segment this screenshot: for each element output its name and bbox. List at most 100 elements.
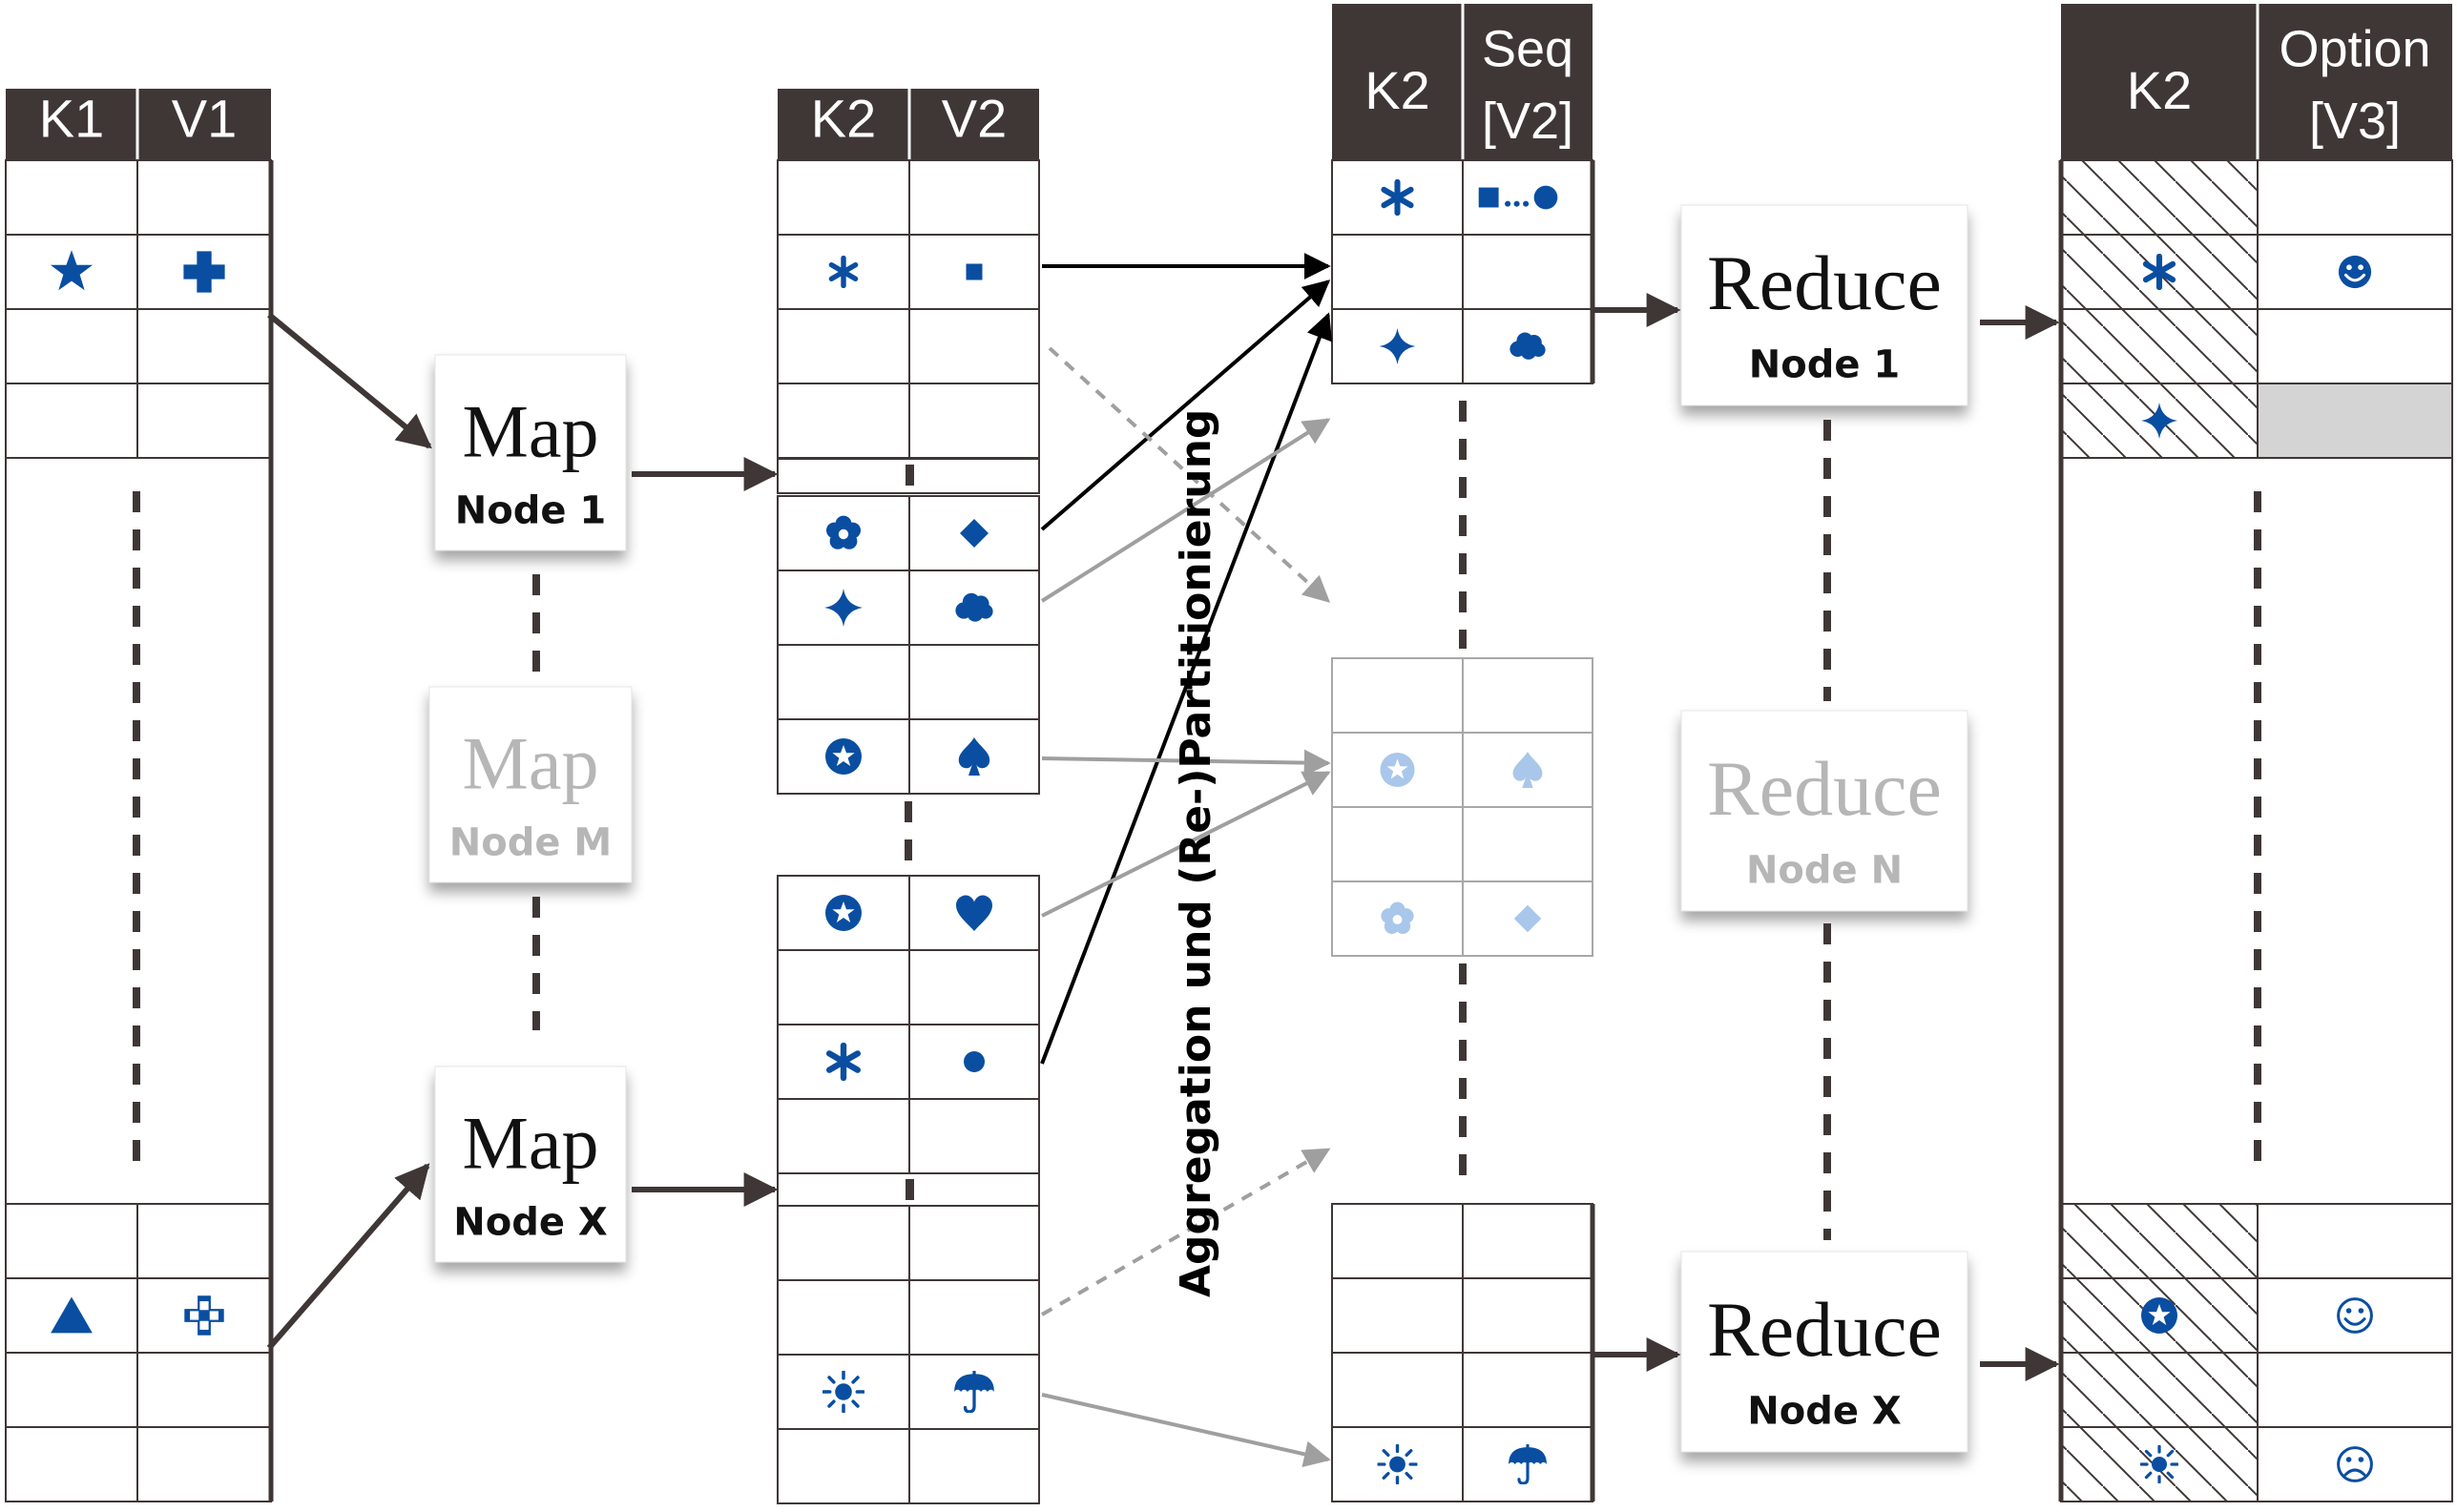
node-card — [1680, 204, 1968, 406]
asterisk-icon — [1384, 182, 1410, 213]
table-cell — [5, 159, 138, 236]
node-title: Reduce — [1707, 1286, 1942, 1373]
table-cell — [5, 1352, 138, 1428]
table-row — [1331, 806, 1593, 882]
plus-icon — [183, 251, 225, 293]
circled-star-icon — [2141, 1297, 2177, 1334]
table-row — [777, 383, 1040, 459]
partition-label: Aggregation und (Re-)Partitionierung — [1172, 409, 1220, 1297]
star-icon — [50, 250, 94, 291]
sun-icon — [822, 1371, 864, 1413]
table-cell — [777, 1098, 910, 1174]
table-row — [777, 1024, 1040, 1100]
umbrella-icon — [1508, 1444, 1548, 1484]
asterisk-icon — [829, 1046, 858, 1078]
cloud-icon — [1510, 332, 1546, 360]
table-row — [2060, 1203, 2453, 1279]
node-card — [434, 354, 627, 551]
table-row — [777, 1098, 1040, 1174]
table-row — [1331, 732, 1593, 808]
sparkle-icon — [824, 589, 863, 627]
table-cell — [908, 383, 1040, 459]
flow-arrow — [1040, 418, 1331, 603]
table-cell — [777, 1279, 910, 1356]
grouped-bottom-rows — [1331, 1203, 1593, 1502]
header-label: Option — [2279, 21, 2430, 78]
intermediate-block-2 — [777, 495, 1040, 795]
table-cell — [908, 949, 1040, 1025]
table-row — [5, 1352, 272, 1428]
table-cell — [908, 644, 1040, 720]
table-row — [5, 383, 272, 459]
header-label: K2 — [1364, 60, 1430, 120]
node-card — [1680, 1251, 1968, 1453]
node-card — [434, 1066, 627, 1263]
circled-star-icon — [825, 895, 862, 931]
node-title: Reduce — [1707, 745, 1942, 832]
table-cell — [777, 949, 910, 1025]
table-cell — [136, 1352, 272, 1428]
flow-arrow — [1041, 771, 1331, 918]
header-label: V1 — [172, 88, 238, 148]
table-cell — [777, 644, 910, 720]
circled-star-icon — [825, 738, 862, 775]
table-row — [2060, 159, 2453, 236]
table-row — [1331, 657, 1593, 734]
flow-arrow — [1041, 1148, 1331, 1316]
table-row — [1331, 1203, 1593, 1279]
table-cell — [136, 159, 272, 236]
table-cell — [1462, 880, 1593, 957]
input-table-frame — [5, 160, 274, 1502]
table-cell — [1331, 1203, 1464, 1279]
table-cell — [908, 159, 1040, 236]
block-separator — [777, 458, 1040, 494]
table-row — [777, 159, 1040, 236]
table-cell — [908, 1428, 1040, 1504]
node-title: Map — [463, 722, 599, 805]
header-label: K2 — [811, 88, 877, 148]
table-row — [777, 1428, 1040, 1504]
smile-icon — [2337, 254, 2373, 290]
sparkle-icon — [1379, 328, 1416, 364]
table-row — [777, 1205, 1040, 1281]
table-row — [777, 570, 1040, 646]
table-row — [1331, 1277, 1593, 1354]
spade-icon — [1512, 752, 1543, 788]
flower-icon — [826, 515, 861, 549]
output-bottom-rows — [2060, 1203, 2453, 1502]
table-cell — [1462, 234, 1593, 310]
square-icon — [966, 263, 983, 280]
dot-icon — [964, 1051, 985, 1072]
node-subtitle: Node 1 — [455, 488, 606, 532]
smile-icon — [2337, 1297, 2373, 1334]
flow-arrow — [1041, 1393, 1331, 1468]
table-row — [777, 718, 1040, 795]
square-ellipsis-dot-icon — [1478, 185, 1558, 210]
node-card — [1680, 710, 1968, 912]
table-row — [2060, 1352, 2453, 1428]
table-row — [1331, 880, 1593, 957]
intermediate-block-3 — [777, 875, 1040, 1174]
triangle-icon — [51, 1296, 93, 1334]
table-row — [1331, 1426, 1593, 1502]
node-title: Map — [463, 390, 599, 473]
table-cell — [1462, 1203, 1593, 1279]
table-cell — [777, 1428, 910, 1504]
table-cell — [1331, 234, 1464, 310]
header-label: V2 — [942, 88, 1008, 148]
table-row — [1331, 308, 1593, 384]
output-table-frame — [2058, 160, 2453, 1502]
separator-tick — [906, 465, 914, 486]
sun-icon — [1377, 1444, 1418, 1484]
intermediate-block-1 — [777, 159, 1040, 459]
table-cell — [2257, 159, 2453, 236]
node-card — [428, 686, 633, 883]
table-cell — [2257, 1203, 2453, 1279]
table-row — [5, 1426, 272, 1502]
